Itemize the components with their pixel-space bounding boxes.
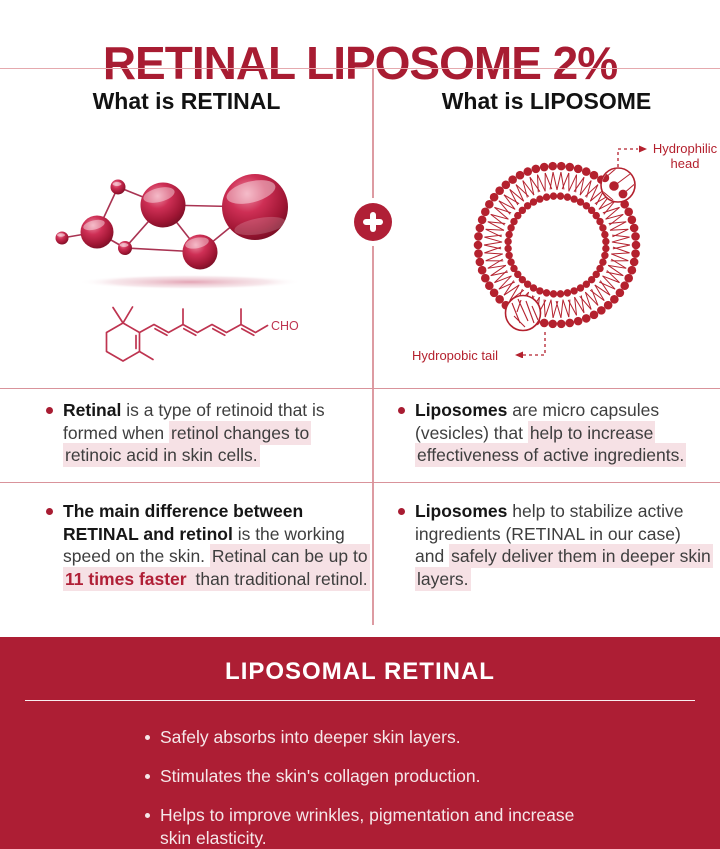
- tail-magnifier-content: [511, 298, 539, 328]
- liposome-point-1: Liposomes are micro capsules (vesicles) …: [396, 399, 711, 467]
- cyclohexene-ring: [105, 322, 141, 362]
- liposome-point-2-text: Liposomes help to stabilize active ingre…: [415, 501, 713, 591]
- list-item: Safely absorbs into deeper skin layers.: [145, 726, 605, 749]
- retinal-chemical-structure: CHO: [105, 306, 299, 362]
- bullet-dot: [398, 508, 405, 515]
- polyene-chain: [138, 323, 269, 334]
- liposome-point-2: Liposomes help to stabilize active ingre…: [396, 500, 713, 591]
- retinal-point-1-text: Retinal is a type of retinoid that is fo…: [63, 400, 325, 467]
- retinal-molecule-figure: [55, 174, 302, 290]
- right-column-header: What is LIPOSOME: [441, 88, 652, 114]
- bullet-dot: [398, 407, 405, 414]
- list-item: Stimulates the skin's collagen productio…: [145, 765, 605, 788]
- tail-arrow-icon: [515, 351, 523, 358]
- divider-row1: [0, 388, 720, 389]
- left-column-header: What is RETINAL: [92, 88, 281, 114]
- molecule-glare: [57, 180, 286, 249]
- plus-icon: [354, 203, 392, 241]
- footer-benefits-list: Safely absorbs into deeper skin layers. …: [0, 726, 720, 849]
- bullet-dot: [46, 407, 53, 414]
- hydrophobic-tail-label: Hydropobic tail: [412, 348, 498, 363]
- cho-label: CHO: [271, 319, 299, 333]
- footer-title: LIPOSOMAL RETINAL: [225, 658, 495, 685]
- molecule-shadow: [78, 274, 302, 290]
- tail-magnifier: [504, 294, 542, 332]
- page-title: RETINAL LIPOSOME 2%: [102, 36, 618, 89]
- head-connector-line: [617, 148, 638, 167]
- tail-connector-line: [523, 331, 546, 356]
- liposome-point-1-text: Liposomes are micro capsules (vesicles) …: [415, 400, 687, 467]
- bullet-dot: [46, 508, 53, 515]
- liposome-figure: [473, 145, 647, 358]
- list-item: Helps to improve wrinkles, pigmentation …: [145, 804, 605, 849]
- hydrophilic-head-label: Hydrophilic head: [652, 141, 718, 172]
- divider-top: [0, 68, 720, 69]
- retinal-point-2: The main difference between RETINAL and …: [44, 500, 371, 591]
- divider-row2: [0, 482, 720, 483]
- liposomal-retinal-section: LIPOSOMAL RETINAL Safely absorbs into de…: [0, 637, 720, 849]
- divider-vertical: [372, 68, 374, 625]
- retinal-point-1: Retinal is a type of retinoid that is fo…: [44, 399, 353, 467]
- footer-divider: [25, 700, 695, 701]
- retinal-point-2-text: The main difference between RETINAL and …: [63, 501, 370, 591]
- head-arrow-icon: [639, 145, 647, 153]
